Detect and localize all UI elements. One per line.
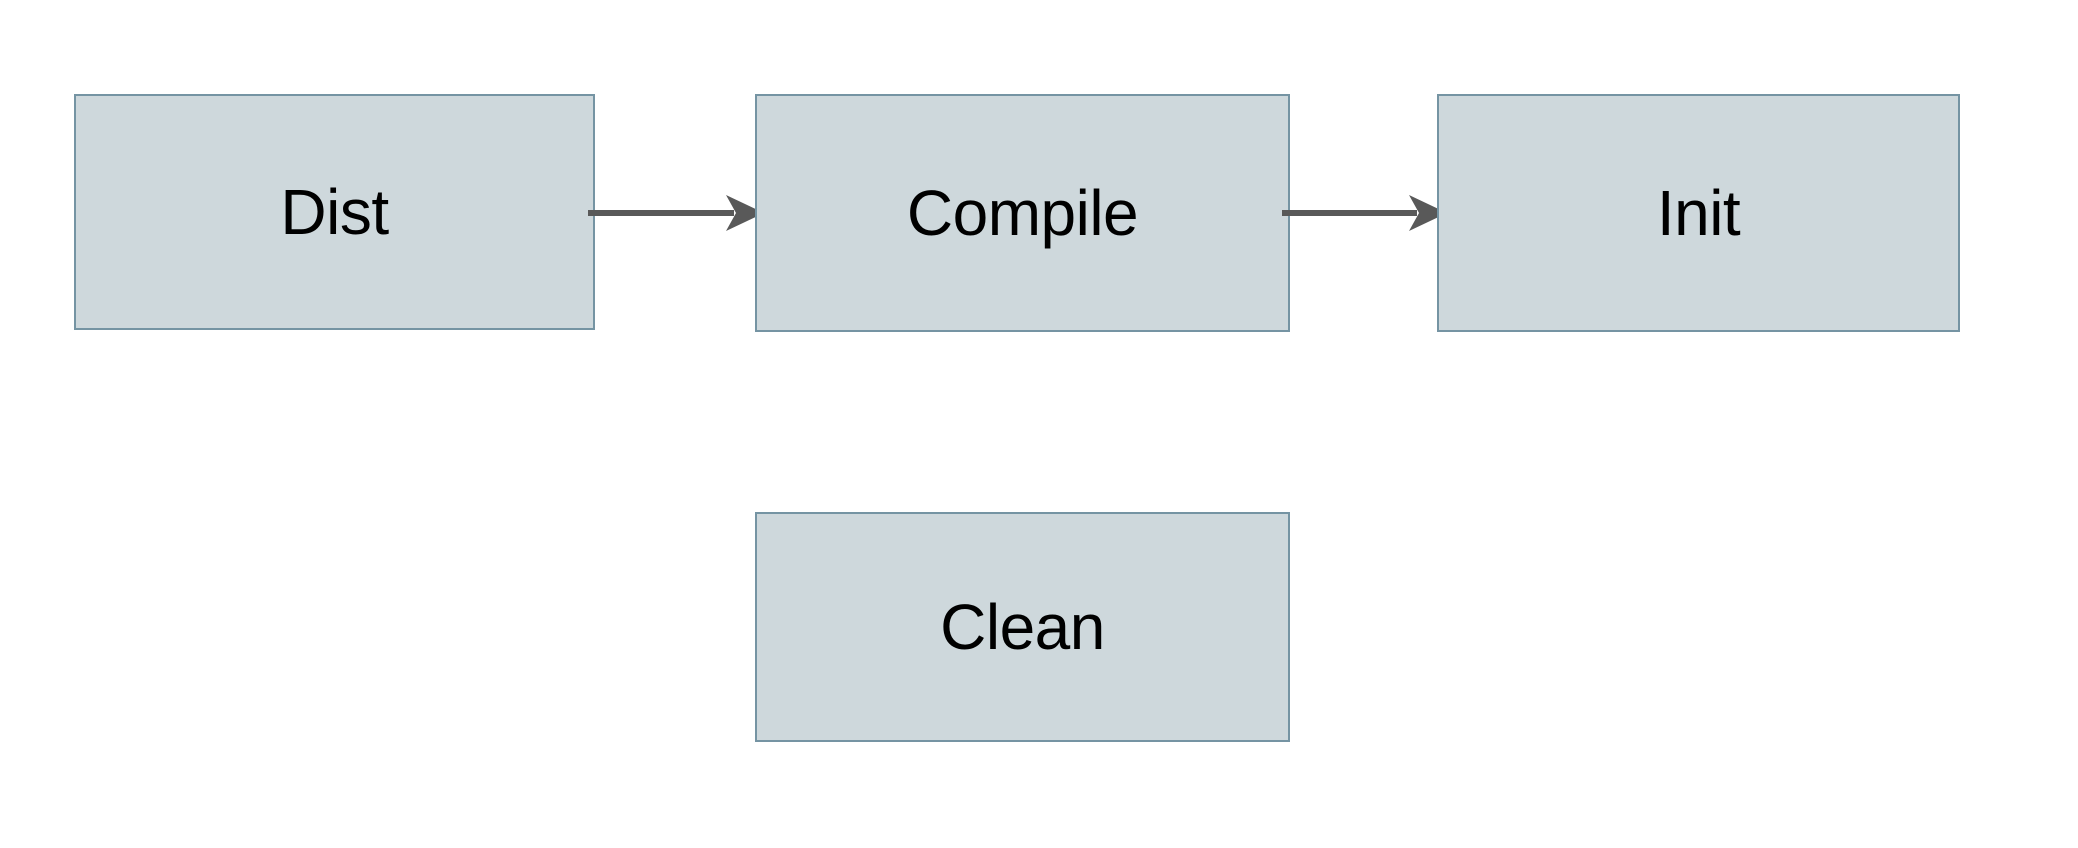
node-dist[interactable]: Dist bbox=[74, 94, 595, 330]
edge-dist-to-compile[interactable] bbox=[588, 183, 764, 243]
node-dist-label: Dist bbox=[280, 176, 389, 248]
node-compile-label: Compile bbox=[906, 177, 1139, 249]
node-clean-label: Clean bbox=[940, 591, 1105, 663]
edge-compile-to-init[interactable] bbox=[1282, 183, 1447, 243]
arrowhead-right-icon bbox=[726, 195, 764, 231]
node-compile[interactable]: Compile bbox=[755, 94, 1290, 332]
node-clean[interactable]: Clean bbox=[755, 512, 1290, 742]
node-init-label: Init bbox=[1656, 177, 1741, 249]
arrowhead-right-icon bbox=[1409, 195, 1447, 231]
node-init[interactable]: Init bbox=[1437, 94, 1960, 332]
